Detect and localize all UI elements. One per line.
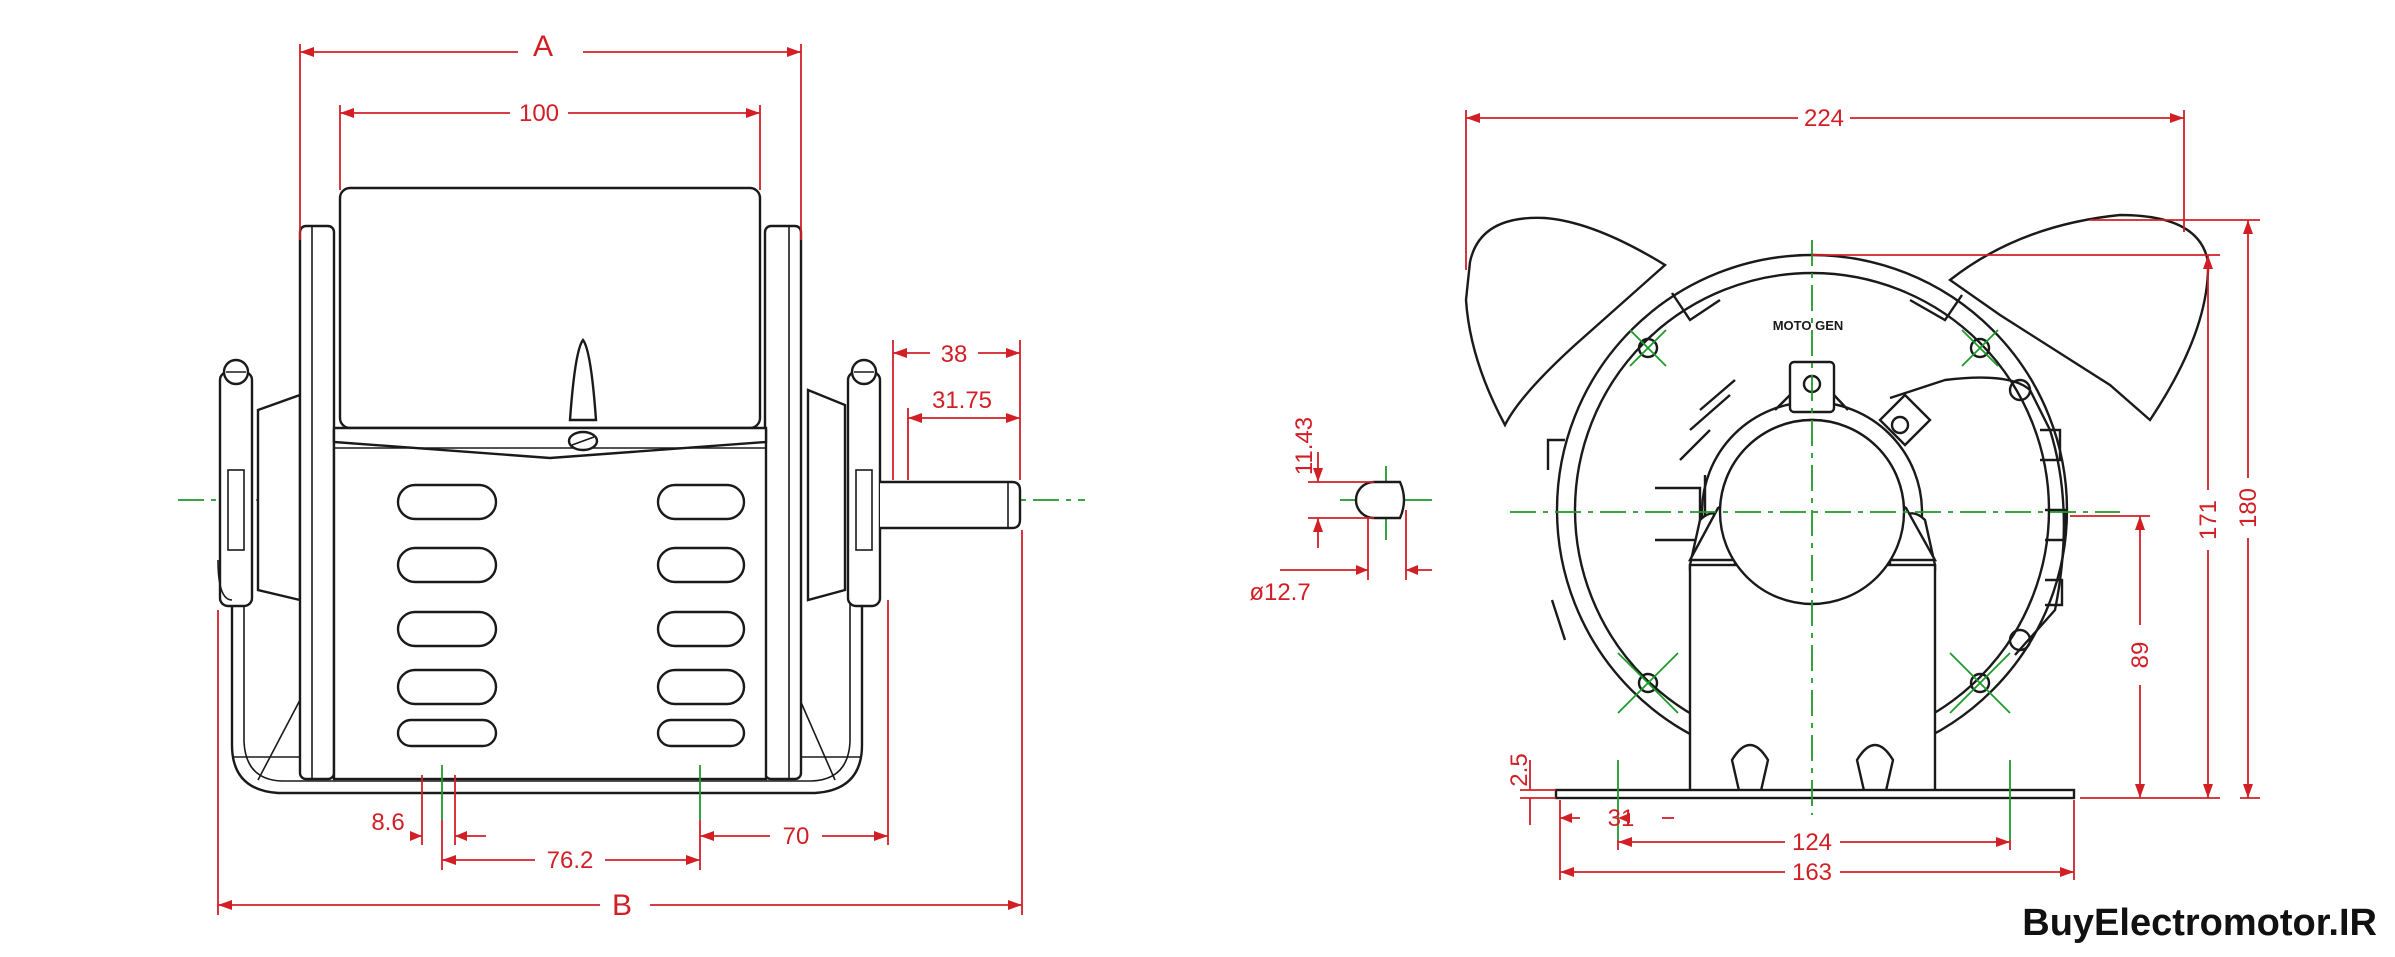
dim-31: 31 xyxy=(1559,800,1674,880)
dim-89: 89 xyxy=(2070,515,2154,798)
shaft-keyed-section xyxy=(1354,480,1406,520)
side-view: MOTO GEN 224 xyxy=(1464,105,2262,886)
dim-171: 171 xyxy=(1812,254,2222,799)
svg-text:31.75: 31.75 xyxy=(932,387,992,414)
base-bracket xyxy=(230,590,864,795)
svg-text:ø12.7: ø12.7 xyxy=(1249,579,1310,606)
centrifugal-switch xyxy=(1889,376,2066,656)
brand-label: MOTO GEN xyxy=(1773,318,1844,333)
right-end-bell xyxy=(806,388,847,602)
dim-B: B xyxy=(217,530,1023,922)
dim-163: 163 xyxy=(1560,800,2075,886)
right-end-shield xyxy=(763,224,803,781)
dim-124: 124 xyxy=(1617,829,2011,856)
capacitor-box xyxy=(338,186,762,430)
dim-76-2: 76.2 xyxy=(441,820,701,874)
svg-text:2.5: 2.5 xyxy=(1506,753,1533,786)
dim-100: 100 xyxy=(339,100,761,190)
dim-12-7: ø12.7 xyxy=(1249,510,1432,606)
left-end-shield xyxy=(298,224,336,781)
vent-slots-left xyxy=(396,483,498,748)
dim-38: 38 xyxy=(892,340,1021,480)
svg-text:163: 163 xyxy=(1792,859,1832,886)
right-foot-slot xyxy=(1855,743,1895,797)
left-capacitor-lobe xyxy=(1464,216,1668,428)
cap-spire xyxy=(568,338,598,422)
right-ring-clamp xyxy=(846,370,882,608)
svg-text:180: 180 xyxy=(2235,488,2262,528)
shaft-section: 11.43 ø12.7 xyxy=(1249,417,1432,606)
front-view: A 100 38 31.75 xyxy=(178,30,1085,922)
dim-180: 180 xyxy=(2090,219,2262,799)
base-plate xyxy=(1554,788,2076,800)
vent-slots-right xyxy=(656,483,746,748)
watermark-label: BuyElectromotor.IR xyxy=(2022,902,2377,944)
motor-shaft xyxy=(880,480,1022,530)
left-foot-slot xyxy=(1730,743,1770,797)
svg-text:89: 89 xyxy=(2127,642,2154,669)
svg-text:A: A xyxy=(533,30,553,63)
svg-text:8.6: 8.6 xyxy=(371,809,404,836)
right-capacitor-lobe xyxy=(1947,213,2210,422)
svg-text:38: 38 xyxy=(941,341,968,368)
svg-text:31: 31 xyxy=(1608,805,1635,832)
svg-text:11.43: 11.43 xyxy=(1291,417,1318,475)
svg-text:76.2: 76.2 xyxy=(547,847,594,874)
svg-text:B: B xyxy=(612,889,632,922)
svg-text:171: 171 xyxy=(2195,500,2222,540)
housing-bolts xyxy=(1617,329,2011,714)
dim-224: 224 xyxy=(1465,105,2185,270)
svg-text:100: 100 xyxy=(519,100,559,127)
dim-31-75: 31.75 xyxy=(907,387,1020,480)
left-end-bell xyxy=(256,393,302,602)
left-ring-clamp xyxy=(218,370,254,608)
svg-text:124: 124 xyxy=(1792,829,1832,856)
dim-11-43: 11.43 xyxy=(1291,417,1374,548)
dim-2-5: 2.5 xyxy=(1506,753,1556,825)
dim-8-6: 8.6 xyxy=(371,775,486,845)
svg-text:224: 224 xyxy=(1804,105,1844,132)
base-bracket-inner xyxy=(243,600,851,782)
dim-70: 70 xyxy=(700,600,889,850)
dim-A: A xyxy=(299,30,802,240)
svg-text:70: 70 xyxy=(783,823,810,850)
